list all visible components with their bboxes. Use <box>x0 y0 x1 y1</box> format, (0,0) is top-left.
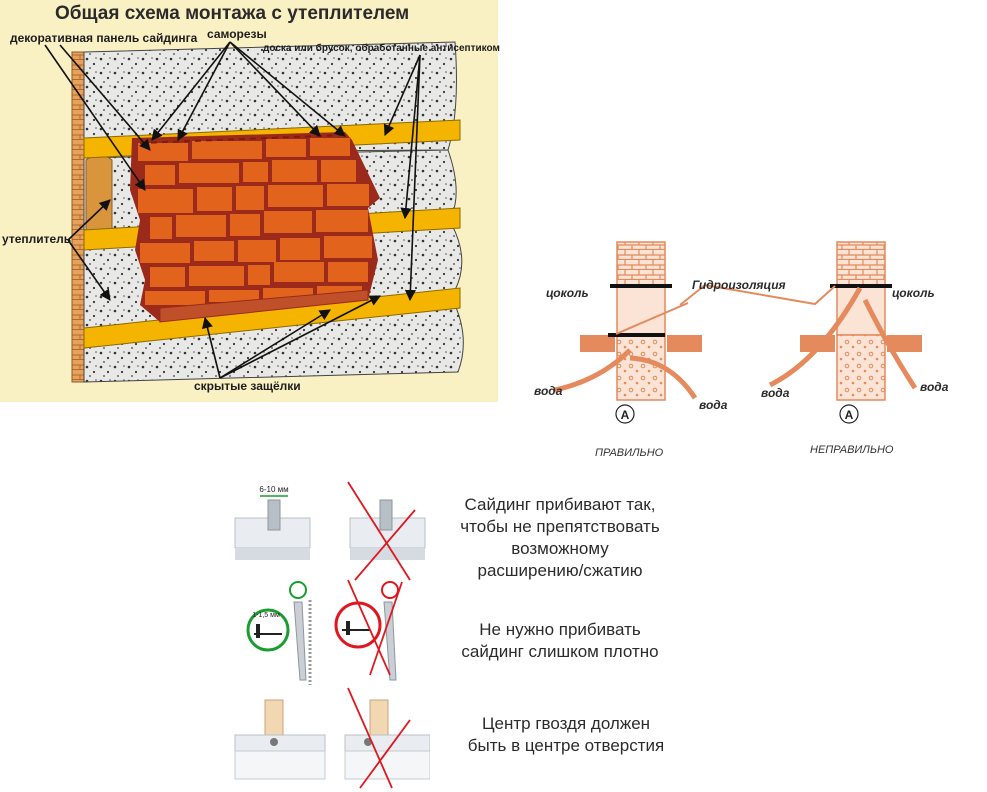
rule1-line1: Сайдинг прибивают так, <box>464 495 656 514</box>
label-plinth-right: цоколь <box>892 286 935 300</box>
scheme-title: Общая схема монтажа с утеплителем <box>55 3 410 24</box>
label-screws: саморезы <box>207 27 267 41</box>
scheme-drawing <box>44 41 464 383</box>
spacing-label: 1-1,5 мм <box>252 612 280 619</box>
row1-correct: 6-10 мм <box>234 485 311 560</box>
correct-foundation: A <box>554 241 702 424</box>
label-plinth-left: цоколь <box>546 286 589 300</box>
verdict-wrong: НЕПРАВИЛЬНО <box>810 444 894 456</box>
foundation-diagram: A A Гидроизоляция цоколь цоколь вода вод… <box>520 230 987 470</box>
rule2-line2: сайдинг слишком плотно <box>461 642 659 661</box>
label-board: доска или брусок, обработанные антисепти… <box>263 43 500 54</box>
verdict-correct: ПРАВИЛЬНО <box>595 447 664 459</box>
rule-text-tightness: Не нужно прибивать сайдинг слишком плотн… <box>430 619 690 663</box>
rule-text-expansion: Сайдинг прибивают так, чтобы не препятст… <box>430 494 690 582</box>
label-water-left-b: вода <box>699 398 728 412</box>
rule1-line2: чтобы не препятствовать <box>460 517 660 536</box>
row2-correct: 1-1,5 мм <box>246 581 312 685</box>
gap-label: 6-10 мм <box>259 485 288 494</box>
rule1-line3: возможному <box>511 539 609 558</box>
label-siding-panel: декоративная панель сайдинга <box>10 31 198 45</box>
nailing-drawing: 6-10 мм 1-1,5 мм <box>234 481 430 789</box>
foundation-drawing: A A <box>554 241 922 424</box>
row2-wrong <box>334 579 403 681</box>
siding-panel <box>130 132 380 323</box>
marker-a-left: A <box>621 408 630 422</box>
row1-wrong <box>347 481 426 581</box>
label-insulation: утеплитель <box>2 232 72 246</box>
label-water-right-b: вода <box>920 380 949 394</box>
installation-scheme: Общая схема монтажа с утеплителем декора… <box>0 0 500 402</box>
rule-text-nail-center: Центр гвоздя должен быть в центре отверс… <box>436 713 696 757</box>
rule2-line1: Не нужно прибивать <box>479 620 641 639</box>
row3-correct <box>234 699 326 780</box>
rule3-line2: быть в центре отверстия <box>467 736 665 755</box>
label-hidden-latches: скрытые защёлки <box>194 379 301 393</box>
nailing-illustrations: 6-10 мм 1-1,5 мм <box>230 470 430 792</box>
label-water-right-a: вода <box>761 386 790 400</box>
label-water-left-a: вода <box>534 384 563 398</box>
rule1-line4: расширению/сжатию <box>477 561 643 580</box>
label-waterproofing: Гидроизоляция <box>692 278 786 292</box>
wrong-foundation: A <box>768 241 922 424</box>
marker-a-right: A <box>845 408 854 422</box>
rule3-line1: Центр гвоздя должен <box>481 714 651 733</box>
wall-edge <box>71 51 85 383</box>
row3-wrong <box>344 687 430 789</box>
